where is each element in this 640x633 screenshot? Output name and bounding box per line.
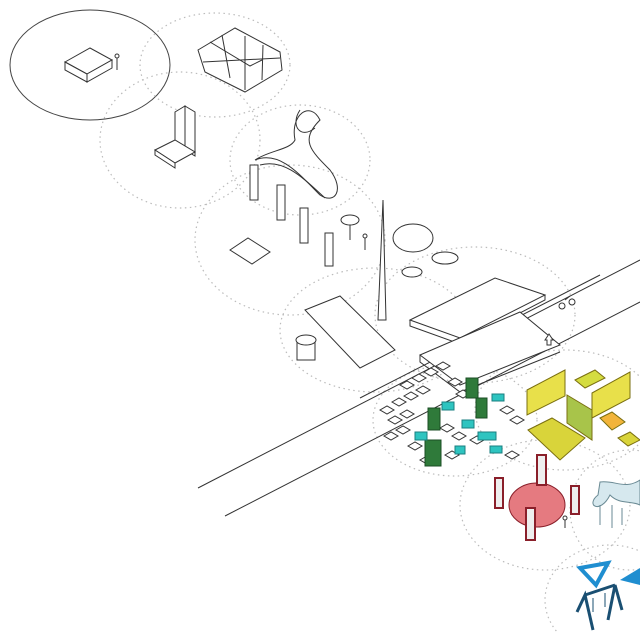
cloud-bench bbox=[592, 479, 640, 528]
triangle-frame-icon bbox=[576, 560, 612, 589]
paving-tile bbox=[410, 373, 428, 383]
paving-tile bbox=[390, 397, 408, 407]
paving-tile bbox=[394, 425, 412, 435]
pillars bbox=[276, 184, 334, 267]
zone bbox=[229, 104, 371, 216]
zone bbox=[99, 71, 261, 209]
pebble-seats bbox=[392, 223, 459, 278]
arrow-icon bbox=[544, 333, 554, 346]
mushroom-table bbox=[340, 214, 360, 240]
cube-block bbox=[63, 47, 114, 83]
paving-tile bbox=[503, 450, 521, 460]
paving-tile bbox=[438, 423, 456, 433]
cyclist-icon bbox=[558, 295, 576, 310]
paving-tile bbox=[382, 431, 400, 441]
paving-tile bbox=[406, 441, 424, 451]
zone-solid bbox=[9, 9, 171, 121]
flat-slab bbox=[304, 295, 396, 369]
zone bbox=[459, 439, 631, 571]
zone bbox=[474, 349, 640, 471]
person-icon bbox=[562, 515, 568, 528]
swing-icon bbox=[575, 583, 624, 631]
paving-tile bbox=[398, 409, 416, 419]
paving-tile bbox=[434, 361, 452, 371]
folded-canopy bbox=[197, 27, 283, 93]
person-icon bbox=[114, 53, 120, 70]
teal-benches bbox=[414, 393, 505, 455]
l-wall bbox=[153, 105, 197, 169]
long-benches bbox=[408, 277, 561, 393]
hedges bbox=[424, 377, 488, 467]
paving-tile bbox=[386, 415, 404, 425]
ribbon-sculpture bbox=[249, 109, 338, 201]
paving-tile bbox=[378, 405, 396, 415]
paving-tile bbox=[402, 391, 420, 401]
zone-outlines bbox=[9, 9, 640, 633]
spire bbox=[377, 199, 387, 321]
paving-tile bbox=[446, 377, 464, 387]
zone bbox=[194, 164, 386, 316]
square-plate bbox=[229, 237, 271, 265]
blue-shade bbox=[620, 568, 640, 585]
round-table-set bbox=[494, 454, 580, 541]
zone bbox=[544, 544, 640, 633]
zone bbox=[372, 363, 538, 477]
zone bbox=[374, 246, 576, 384]
paving-tile bbox=[508, 415, 526, 425]
kiosk bbox=[295, 334, 317, 361]
paving-tile bbox=[414, 385, 432, 395]
paving-tile bbox=[422, 367, 440, 377]
zone bbox=[139, 12, 291, 118]
paving-tile bbox=[398, 380, 416, 390]
paving-tile bbox=[498, 405, 516, 415]
person-icon bbox=[362, 233, 368, 250]
paving-tile bbox=[450, 431, 468, 441]
color-panels bbox=[526, 369, 640, 461]
